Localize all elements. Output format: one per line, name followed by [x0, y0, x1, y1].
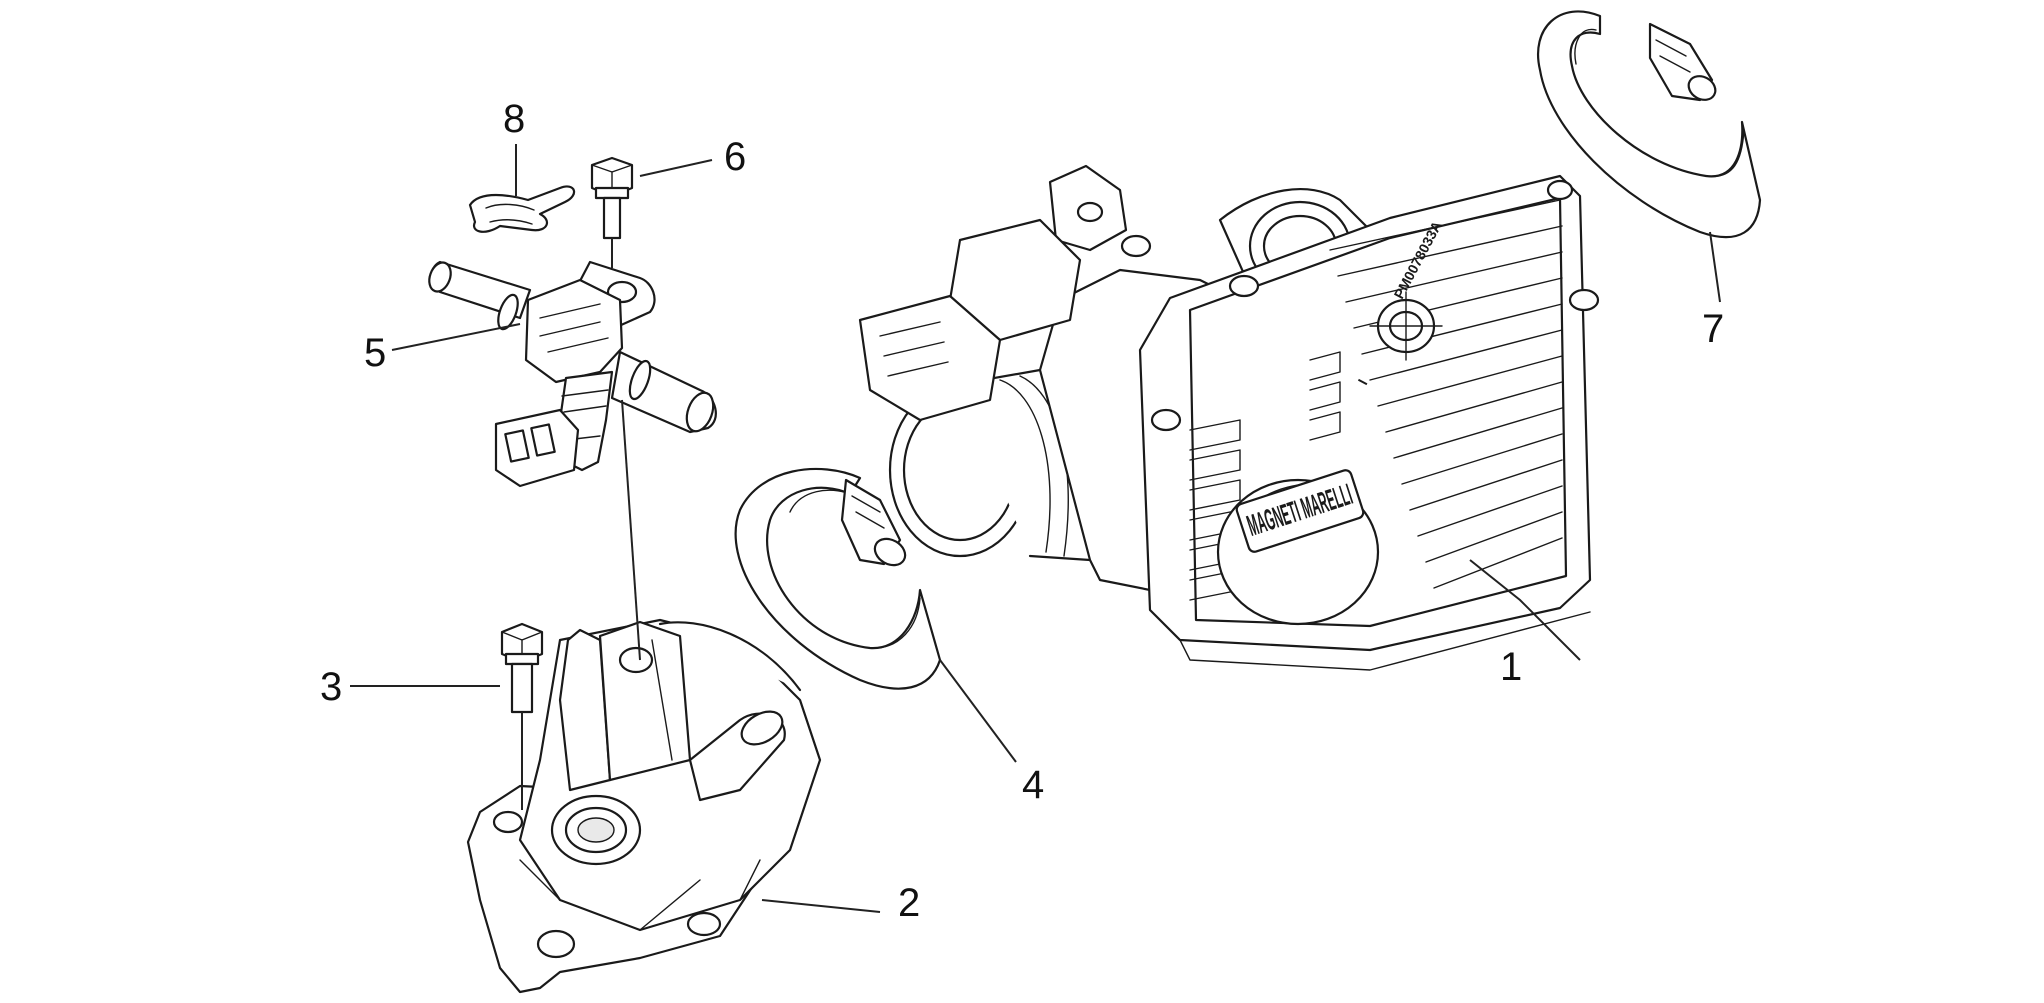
callout-6: 6 — [724, 135, 746, 179]
callout-4: 4 — [1022, 763, 1044, 807]
leader-1 — [1469, 559, 1581, 661]
callout-labels: 1 2 3 4 5 6 7 8 — [320, 97, 1724, 925]
callout-1: 1 — [1500, 645, 1522, 689]
part-1-throttle-body: MAGNETI MARELLI PM0078033A I — [858, 164, 1600, 671]
mark-i-text: I — [1355, 376, 1371, 387]
callout-3: 3 — [320, 665, 342, 709]
leader-7 — [1709, 231, 1721, 303]
alignment-lines — [521, 238, 641, 810]
part-6-bolt — [590, 156, 634, 240]
callout-8: 8 — [503, 97, 525, 141]
part-7-hose-clamp — [1537, 10, 1762, 239]
leader-lines — [350, 144, 1721, 913]
part-8-spring-clip — [468, 185, 576, 233]
leader-6 — [639, 159, 713, 177]
callout-5: 5 — [364, 331, 386, 375]
callout-2: 2 — [898, 881, 920, 925]
part-2-manifold — [466, 618, 822, 994]
part-5-fuel-injector — [428, 260, 717, 488]
part-3-bolt — [500, 622, 544, 714]
leader-5 — [391, 323, 521, 351]
leader-4 — [939, 659, 1017, 763]
leader-2 — [761, 899, 881, 913]
callout-7: 7 — [1702, 307, 1724, 351]
